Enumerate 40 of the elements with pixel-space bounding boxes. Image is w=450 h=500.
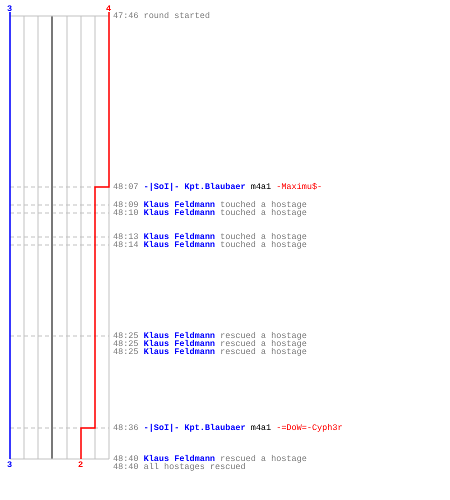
timestamp: 48:25 <box>113 348 139 357</box>
weapon-name: m4a1 <box>250 183 272 192</box>
event-text: rescued a hostage <box>220 340 307 349</box>
timestamp: 48:09 <box>113 201 139 210</box>
player-count: 4 <box>106 5 112 14</box>
event-text: rescued a hostage <box>220 348 307 357</box>
player-name: Klaus Feldmann <box>144 241 216 250</box>
event-text: rescued a hostage <box>220 455 307 464</box>
timestamp: 48:14 <box>113 241 139 250</box>
timestamp: 48:10 <box>113 209 139 218</box>
player-count: 2 <box>78 461 84 470</box>
event-text: touched a hostage <box>220 209 307 218</box>
timestamp: 47:46 <box>113 12 139 21</box>
timestamp: 48:40 <box>113 455 139 464</box>
player-count: 3 <box>7 5 12 14</box>
timestamp: 48:40 <box>113 463 139 472</box>
player-name: -|SoI|- Kpt.Blaubaer <box>144 183 246 192</box>
player-name: Klaus Feldmann <box>144 455 216 464</box>
player-name: -=DoW=-Cyph3r <box>276 424 343 433</box>
timestamp: 48:13 <box>113 233 139 242</box>
player-name: -Maximu$- <box>276 183 322 192</box>
weapon-name: m4a1 <box>250 424 272 433</box>
player-name: Klaus Feldmann <box>144 233 216 242</box>
player-name: Klaus Feldmann <box>144 332 216 341</box>
player-name: Klaus Feldmann <box>144 340 216 349</box>
event-text: touched a hostage <box>220 233 307 242</box>
event-text: touched a hostage <box>220 241 307 250</box>
player-name: Klaus Feldmann <box>144 209 216 218</box>
event-text: all hostages rescued <box>144 463 246 472</box>
event-text: round started <box>144 12 210 21</box>
event-text: touched a hostage <box>220 201 307 210</box>
player-name: Klaus Feldmann <box>144 201 216 210</box>
event-text: rescued a hostage <box>220 332 307 341</box>
timestamp: 48:36 <box>113 424 139 433</box>
timestamp: 48:25 <box>113 332 139 341</box>
timestamp: 48:07 <box>113 183 139 192</box>
timestamp: 48:25 <box>113 340 139 349</box>
player-name: -|SoI|- Kpt.Blaubaer <box>144 424 246 433</box>
player-name: Klaus Feldmann <box>144 348 216 357</box>
player-count: 3 <box>7 461 12 470</box>
